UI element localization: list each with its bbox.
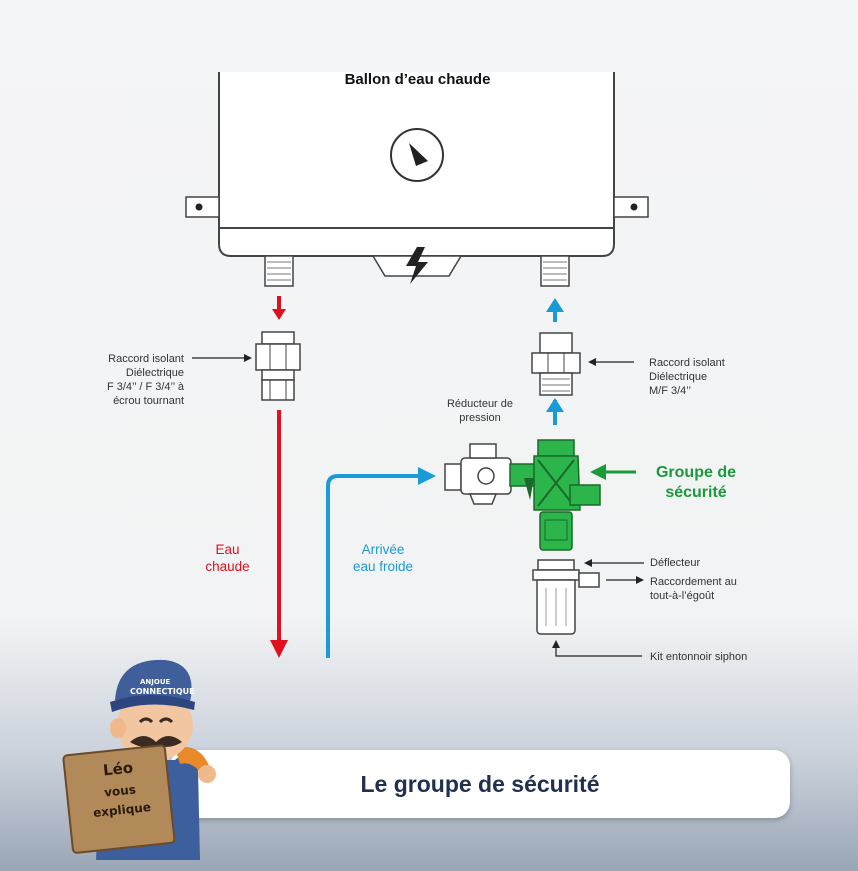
deflector-label: Déflecteur — [650, 557, 701, 569]
banner-title: Le groupe de sécurité — [360, 771, 600, 797]
drain-label: Raccordement au tout-à-l’égoût — [650, 576, 737, 602]
cold-water-line — [326, 298, 564, 658]
title-banner — [170, 750, 790, 818]
lightning-icon — [371, 247, 463, 284]
kit-label: Kit entonnoir siphon — [650, 651, 748, 663]
cold-water-label: Arrivée eau froide — [352, 542, 414, 574]
pressure-reducer — [444, 443, 512, 505]
hot-water-label: Eau chaude — [205, 542, 250, 574]
right-dielectric-union — [531, 332, 581, 396]
reducer-label: Réducteur de pression — [446, 398, 514, 424]
mascot-plumber-icon: ANJOUE CONNECTIQUE — [62, 659, 216, 860]
safety-group-label: Groupe de sécurité — [655, 464, 736, 501]
funnel-kit — [532, 559, 600, 635]
heater-title: Ballon d’eau chaude — [344, 71, 491, 88]
cap-brand: ANJOUE — [140, 678, 171, 686]
svg-text:CONNECTIQUE: CONNECTIQUE — [130, 687, 195, 696]
right-union-label: Raccord isolant Diélectrique M/F 3/4’’ — [649, 357, 725, 397]
left-dielectric-union — [255, 331, 301, 401]
water-heater — [185, 72, 649, 287]
left-union-label: Raccord isolant Diélectrique F 3/4’’ / F… — [106, 353, 184, 407]
safety-group — [509, 439, 601, 551]
hot-water-line — [270, 296, 288, 658]
thermostat-dial-icon — [390, 128, 444, 182]
